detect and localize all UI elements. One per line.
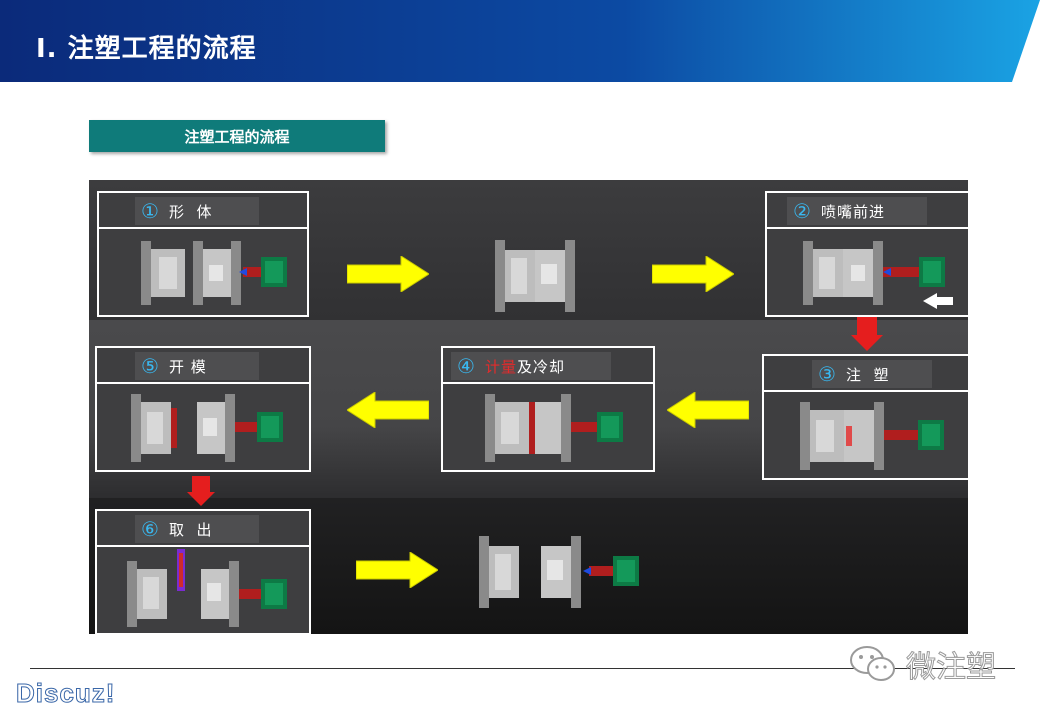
step-2-label: 喷嘴前进 [820,202,885,221]
step-4-box: ④ 计量及冷却 [441,346,655,472]
step-6-chip: ⑥ 取 出 [135,515,259,543]
step-2-number: ② [793,199,811,223]
step-1-machine-icon [141,241,287,305]
flow-arrow-right-3 [356,552,438,588]
watermark-text: 微注塑 [906,650,997,686]
step-4-number: ④ [457,354,475,378]
wechat-icon [850,646,895,681]
step-3-box: ③ 注 塑 [762,354,968,480]
step-3-machine-icon [800,402,944,470]
footer-divider [30,668,1015,669]
step-4-chip: ④ 计量及冷却 [451,352,611,380]
step-1-label: 形 体 [168,202,213,221]
step-3-label: 注 塑 [845,365,890,384]
step-4-header: ④ 计量及冷却 [443,348,653,384]
step-5-number: ⑤ [141,354,159,378]
step-1-number: ① [141,199,159,223]
step-2-header: ② 喷嘴前进 [767,193,968,229]
flow-arrow-right-1 [347,256,429,292]
step-4-machine-icon [485,394,623,462]
page-title: Ⅰ. 注塑工程的流程 [36,34,257,64]
step-3-number: ③ [818,362,836,386]
step-5-chip: ⑤ 开 模 [135,352,259,380]
step-3-chip: ③ 注 塑 [812,360,932,388]
process-diagram: ① 形 体 ② 喷嘴前进 [89,180,968,634]
step-5-label: 开 模 [168,357,207,376]
flow-arrow-down-1 [851,317,883,351]
watermark: 微注塑 [848,642,997,686]
step-4-label: 计量及冷却 [485,356,565,377]
header-banner [0,0,1040,82]
step-1-chip: ① 形 体 [135,197,259,225]
flow-arrow-left-2 [347,392,429,428]
final-machine-icon [479,536,639,608]
step-6-header: ⑥ 取 出 [97,511,309,547]
flow-arrow-down-2 [187,476,215,506]
flow-arrow-right-2 [652,256,734,292]
step-5-machine-icon [131,394,283,462]
step-3-header: ③ 注 塑 [764,356,968,392]
closed-mold-machine-icon [495,240,575,312]
step-1-header: ① 形 体 [99,193,307,229]
step-6-box: ⑥ 取 出 [95,509,311,634]
step-6-number: ⑥ [141,517,159,541]
step-5-box: ⑤ 开 模 [95,346,311,472]
step-4-label-highlight: 计量 [484,357,517,376]
step-2-box: ② 喷嘴前进 [765,191,968,317]
step-1-box: ① 形 体 [97,191,309,317]
section-title: 注塑工程的流程 [89,120,385,152]
step-6-machine-icon [127,549,287,627]
step-2-machine-icon [803,241,953,309]
flow-arrow-left-1 [667,392,749,428]
step-6-label: 取 出 [168,520,213,539]
step-5-header: ⑤ 开 模 [97,348,309,384]
step-2-chip: ② 喷嘴前进 [787,197,927,225]
footer-logo: Discuz! [15,678,116,709]
step-4-label-rest: 及冷却 [516,357,565,376]
